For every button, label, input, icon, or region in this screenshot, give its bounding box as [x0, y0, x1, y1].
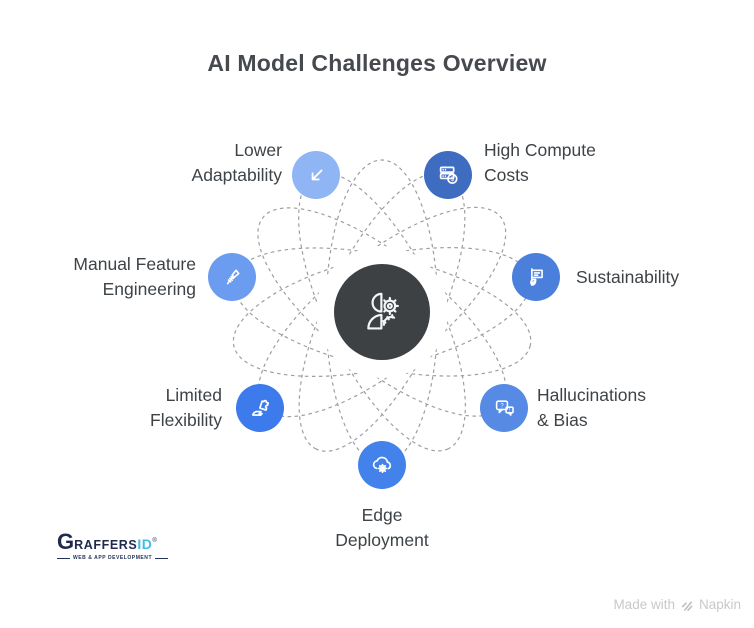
- label-line: Hallucinations: [537, 385, 646, 405]
- label-line: Adaptability: [191, 165, 282, 185]
- center-node: [334, 264, 430, 360]
- label-edge-deployment: Edge Deployment: [282, 503, 482, 553]
- label-line: Lower: [234, 140, 282, 160]
- label-line: Sustainability: [576, 267, 680, 287]
- label-limited-flexibility: Limited Flexibility: [150, 383, 222, 433]
- label-high-compute-costs: High Compute Costs: [484, 138, 596, 188]
- chat-question-icon: ? !: [495, 399, 514, 416]
- logo-g-letter: G: [57, 529, 75, 554]
- watermark-brand: Napkin: [698, 597, 741, 612]
- label-line: Edge: [361, 505, 403, 525]
- logo-tagline: WEB & APP DEVELOPMENT: [57, 556, 168, 561]
- label-line: High Compute: [484, 140, 596, 160]
- label-line: Manual Feature: [73, 254, 196, 274]
- node-edge-deployment: [358, 441, 406, 489]
- node-high-compute-costs: $: [424, 151, 472, 199]
- label-line: Limited: [165, 385, 222, 405]
- label-line: Deployment: [335, 530, 429, 550]
- server-dollar-icon: $: [439, 166, 458, 184]
- screw-tool-icon: [226, 269, 240, 285]
- label-line: & Bias: [537, 410, 588, 430]
- node-sustainability: [512, 253, 560, 301]
- node-lower-adaptability: [292, 151, 340, 199]
- eco-report-icon: [530, 268, 543, 286]
- svg-text:!: !: [508, 407, 510, 413]
- cloud-gear-icon: [372, 456, 391, 473]
- label-sustainability: Sustainability: [576, 265, 679, 290]
- napkin-logo-icon: [681, 600, 693, 611]
- human-gear-icon: [367, 292, 399, 330]
- label-lower-adaptability: Lower Adaptability: [192, 138, 282, 188]
- registered-mark: ®: [152, 538, 157, 544]
- label-hallucinations-bias: Hallucinations & Bias: [537, 383, 646, 433]
- arrow-down-left-icon: [311, 169, 322, 180]
- watermark-prefix: Made with: [613, 597, 675, 612]
- node-manual-feature-engineering: [208, 253, 256, 301]
- svg-text:$: $: [450, 175, 454, 182]
- logo-id-text: ID: [137, 536, 153, 552]
- svg-text:?: ?: [500, 403, 504, 409]
- label-line: Costs: [484, 165, 529, 185]
- puzzle-hand-icon: [251, 399, 269, 416]
- label-manual-feature-engineering: Manual Feature Engineering: [73, 252, 196, 302]
- node-hallucinations-bias: ? !: [480, 384, 528, 432]
- napkin-watermark: Made with Napkin: [613, 597, 741, 612]
- logo-rest-text: RAFFERS: [74, 538, 138, 552]
- node-limited-flexibility: [236, 384, 284, 432]
- label-line: Engineering: [102, 279, 196, 299]
- label-line: Flexibility: [150, 410, 222, 430]
- page-title: AI Model Challenges Overview: [207, 50, 547, 76]
